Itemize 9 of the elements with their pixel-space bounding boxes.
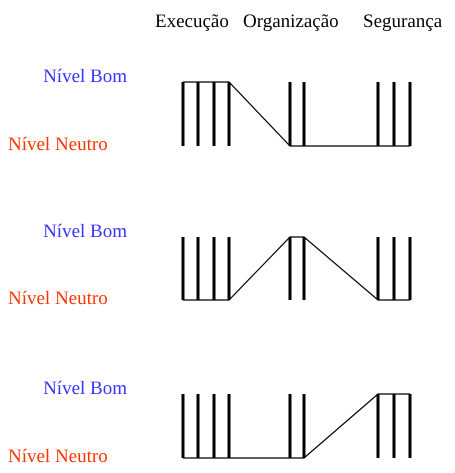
level-label: Nível Neutro bbox=[8, 288, 108, 310]
level-label: Nível Bom bbox=[43, 378, 127, 400]
level-label: Nível Bom bbox=[43, 221, 127, 243]
level-label: Nível Neutro bbox=[8, 134, 108, 156]
column-header: Organização bbox=[243, 11, 339, 33]
column-header: Execução bbox=[155, 11, 229, 33]
level-label: Nível Neutro bbox=[8, 446, 108, 468]
column-header: Segurança bbox=[363, 11, 442, 33]
level-label: Nível Bom bbox=[43, 66, 127, 88]
